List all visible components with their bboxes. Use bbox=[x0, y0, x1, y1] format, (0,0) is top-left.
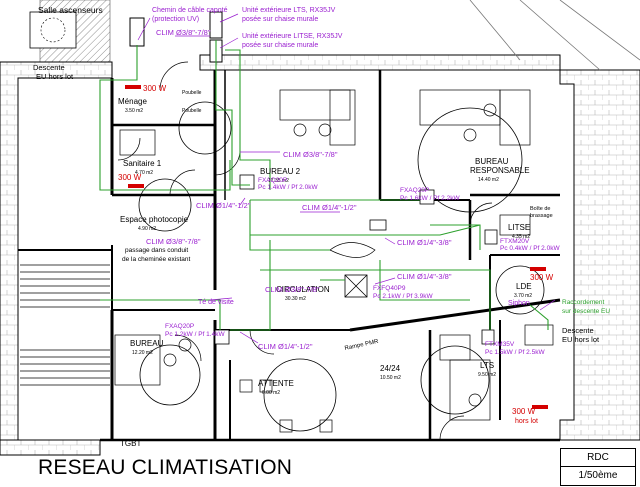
drain-label: Descente bbox=[33, 63, 65, 72]
room-poubelle-2: Poubelle bbox=[182, 108, 202, 114]
unit-4-power: Pc 2.1kW / Pf 3.9kW bbox=[373, 293, 433, 300]
room-litse: LITSE bbox=[508, 223, 530, 232]
room-litse-area: 4.35 m2 bbox=[512, 234, 530, 240]
pipe-label-4: CLIM Ø3/8"-7/8" bbox=[146, 237, 201, 246]
connection-label: Raccordement bbox=[562, 299, 604, 306]
room-menage: Ménage bbox=[118, 97, 147, 106]
room-photocopie: Espace photocopie bbox=[120, 215, 189, 224]
room-responsable-2: RESPONSABLE bbox=[470, 166, 530, 175]
unit-6-model: FTXM35V bbox=[485, 341, 515, 348]
pipe-label-top: CLIM Ø3/8"-7/8" bbox=[156, 28, 211, 37]
title-cartouche: RDC 1/50ème bbox=[560, 448, 636, 486]
unit-2-power: Pc 1.6kW / Pf 2.2kW bbox=[400, 195, 460, 202]
leader-lines bbox=[137, 13, 556, 344]
stairs bbox=[20, 264, 110, 386]
room-lts-area: 9.50 m2 bbox=[478, 372, 496, 378]
drawing-title: RESEAU CLIMATISATION bbox=[38, 456, 293, 479]
room-menage-area: 3.50 m2 bbox=[125, 108, 143, 114]
siphon-label: Siphon bbox=[508, 300, 530, 307]
cable-tray-note-2: (protection UV) bbox=[152, 16, 199, 23]
room-bureau2-area: 17.35 m2 bbox=[268, 178, 289, 184]
interior-walls bbox=[18, 70, 561, 442]
unit-1-power: Pc 1.4kW / Pf 2.0kW bbox=[258, 184, 318, 191]
unit-4-model: FXFQ40P9 bbox=[373, 285, 406, 292]
drain-label-right: Descente bbox=[562, 326, 594, 335]
room-poubelle-1: Poubelle bbox=[182, 90, 202, 96]
pipe-label-8: CLIM Ø1/4"-1/2" bbox=[258, 342, 313, 351]
power-label-2: 300 W bbox=[118, 173, 142, 182]
room-sanitaire-area: 4.70 m2 bbox=[135, 170, 153, 176]
room-lde: LDE bbox=[516, 282, 532, 291]
indoor-units bbox=[214, 174, 498, 345]
level-label: RDC bbox=[561, 449, 635, 467]
unit-6-power: Pc 1.5kW / Pf 2.5kW bbox=[485, 349, 545, 356]
room-photocopie-area: 4.90 m2 bbox=[138, 226, 156, 232]
room-sanitaire: Sanitaire 1 bbox=[123, 159, 162, 168]
power-label-3: 300 W bbox=[530, 273, 554, 282]
outdoor-unit-litse-note-2: posée sur chaise murale bbox=[242, 42, 318, 49]
unit-5-model: FXAQ20P bbox=[165, 323, 194, 330]
outdoor-unit-lts-note: Unité extérieure LTS, RX35JV bbox=[242, 7, 336, 14]
room-lde-area: 3.70 m2 bbox=[514, 293, 532, 299]
room-circulation: CIRCULATION bbox=[276, 285, 330, 294]
drain-label-2: EU hors lot bbox=[36, 72, 74, 81]
room-tgbt: TGBT bbox=[120, 439, 141, 448]
outdoor-units bbox=[29, 11, 223, 63]
room-bureau-area: 12.20 m2 bbox=[132, 350, 153, 356]
unit-2-model: FXAQ20P bbox=[400, 187, 429, 194]
inspection-tee-label: Té de visite bbox=[198, 299, 234, 306]
room-lts: LTS bbox=[480, 361, 494, 370]
pipe-label-3: CLIM Ø1/4"-1/2" bbox=[302, 203, 357, 212]
pipe-label-4c: de la cheminée existant bbox=[122, 256, 190, 263]
room-2424: 24/24 bbox=[380, 364, 401, 373]
outdoor-unit-litse-note: Unité extérieure LITSE, RX35JV bbox=[242, 33, 343, 40]
unit-5-power: Pc 1.2kW / Pf 1.4kW bbox=[165, 331, 225, 338]
pipe-label-5: CLIM Ø1/4"-3/8" bbox=[397, 238, 452, 247]
outdoor-room-label: Salle ascenseurs bbox=[38, 5, 103, 15]
connection-label-2: sur descente EU bbox=[562, 308, 610, 315]
pipe-label-1: CLIM Ø3/8"-7/8" bbox=[283, 150, 338, 159]
room-bureau: BUREAU bbox=[130, 339, 164, 348]
unit-3-power: Pc 0.4kW / Pf 2.0kW bbox=[500, 245, 560, 252]
unit-3-model: FTXM20V bbox=[500, 238, 530, 245]
room-2424-area: 10.50 m2 bbox=[380, 375, 401, 381]
unit-1-model: FXAQ20P bbox=[258, 177, 287, 184]
power-markers bbox=[125, 85, 548, 409]
power-label-4: 300 W bbox=[512, 407, 536, 416]
room-bureau2: BUREAU 2 bbox=[260, 167, 301, 176]
room-attente: ATTENTE bbox=[258, 379, 294, 388]
room-responsable-area: 14.40 m2 bbox=[478, 177, 499, 183]
refrigerant-pipes bbox=[99, 40, 549, 331]
exterior-walls bbox=[0, 0, 640, 456]
room-attente-area: 6.00 m2 bbox=[262, 390, 280, 396]
room-boite: Boîte de bbox=[530, 206, 551, 212]
pipe-label-7: CLIM Ø3/8"-7/8" bbox=[265, 285, 320, 294]
room-boite-2: brassage bbox=[530, 213, 553, 219]
cable-tray-note: Chemin de câble capoté bbox=[152, 7, 228, 14]
pipe-label-6: CLIM Ø1/4"-3/8" bbox=[397, 272, 452, 281]
ramp-label: Rampe PMR bbox=[344, 339, 379, 352]
room-responsable: BUREAU bbox=[475, 157, 509, 166]
outdoor-unit-lts-note-2: posée sur chaise murale bbox=[242, 16, 318, 23]
scale-label: 1/50ème bbox=[578, 470, 618, 481]
room-circulation-area: 30.30 m2 bbox=[285, 296, 306, 302]
furniture bbox=[114, 89, 554, 433]
pipe-label-4b: passage dans conduit bbox=[125, 247, 188, 254]
power-label-4b: hors lot bbox=[515, 418, 538, 425]
power-label-1: 300 W bbox=[143, 84, 167, 93]
turning-circles bbox=[45, 15, 545, 432]
drain-label-right-2: EU hors lot bbox=[562, 335, 600, 344]
pipe-label-2: CLIM Ø1/4"-1/2" bbox=[196, 201, 251, 210]
